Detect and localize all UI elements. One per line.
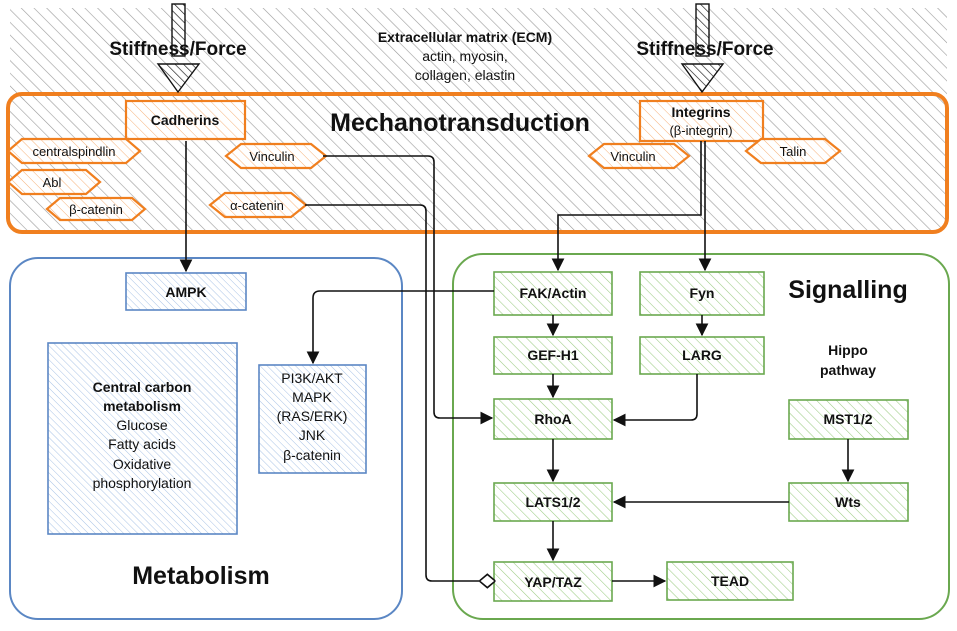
ecm-band [10,8,947,100]
wts-node [788,482,909,522]
stiffness-arrow-right-icon [680,3,725,94]
beta-catenin-protein [45,196,147,222]
gef-h1-label: GEF-H1 [527,347,579,363]
vinculin-right-protein [587,142,691,170]
ampk-label: AMPK [165,284,206,300]
edge-fak-pathways [306,290,494,365]
ecm-title: Extracellular matrix (ECM) [378,29,552,45]
pathway-line-3: (RAS/ERK) [277,408,348,424]
central-carbon-line-3: Glucose [116,417,168,433]
edge-integrins-fak [551,141,702,272]
larg-node [639,336,765,375]
edge-alpha-catenin-yap-taz [305,204,494,581]
central-carbon-line-6: phosphorylation [93,475,192,491]
signalling-pathways-box [258,364,367,474]
mst-node [788,399,909,440]
fak-actin-node [493,271,613,316]
integrins-label: Integrins [671,104,730,120]
central-carbon-line-2: metabolism [103,398,181,414]
metabolism-title: Metabolism [132,562,270,590]
stiffness-label-right: Stiffness/Force [636,39,773,60]
centralspindlin-protein [6,137,142,165]
rhoa-label: RhoA [534,411,571,427]
talin-label: Talin [780,144,807,159]
tead-node [666,561,794,601]
rhoa-node [493,398,613,440]
vinculin-left-label: Vinculin [249,149,294,164]
central-carbon-metabolism-box [47,342,238,535]
gef-h1-node [493,336,613,375]
stiffness-label-left: Stiffness/Force [109,39,246,60]
cadherins-receptor [124,99,247,141]
alpha-catenin-label: α-catenin [230,198,284,213]
abl-protein [6,168,102,196]
vinculin-right-label: Vinculin [610,149,655,164]
yap-taz-label: YAP/TAZ [524,574,582,590]
central-carbon-line-4: Fatty acids [108,436,176,452]
hippo-pathway-line1: Hippo [828,342,868,358]
wts-label: Wts [835,494,861,510]
pathway-line-5: β-catenin [283,447,341,463]
mechanotransduction-title: Mechanotransduction [330,109,590,137]
beta-catenin-label: β-catenin [69,202,123,217]
stiffness-arrow-left-icon [156,3,201,94]
central-carbon-line-5: Oxidative [113,456,172,472]
fyn-node [639,271,765,316]
ecm-components-line1: actin, myosin, [422,48,508,64]
edge-larg-rhoa [612,374,698,427]
ampk-node [125,272,247,311]
talin-protein [744,137,842,165]
pathway-line-2: MAPK [292,389,332,405]
abl-label: Abl [43,175,62,190]
pathway-line-4: JNK [299,427,326,443]
central-carbon-line-1: Central carbon [93,379,192,395]
mst-label: MST1/2 [823,411,872,427]
tead-label: TEAD [711,573,749,589]
lats-label: LATS1/2 [526,494,581,510]
edge-vinculin-rhoa [323,155,494,425]
pathway-line-1: PI3K/AKT [281,370,343,386]
integrins-sublabel: (β-integrin) [669,123,732,138]
hippo-pathway-line2: pathway [820,362,876,378]
centralspindlin-label: centralspindlin [32,144,115,159]
signalling-title: Signalling [788,276,907,304]
lats-node [493,482,613,522]
ecm-components-line2: collagen, elastin [415,67,515,83]
fyn-label: Fyn [690,285,715,301]
larg-label: LARG [682,347,722,363]
fak-actin-label: FAK/Actin [520,285,587,301]
cadherins-label: Cadherins [151,112,220,128]
